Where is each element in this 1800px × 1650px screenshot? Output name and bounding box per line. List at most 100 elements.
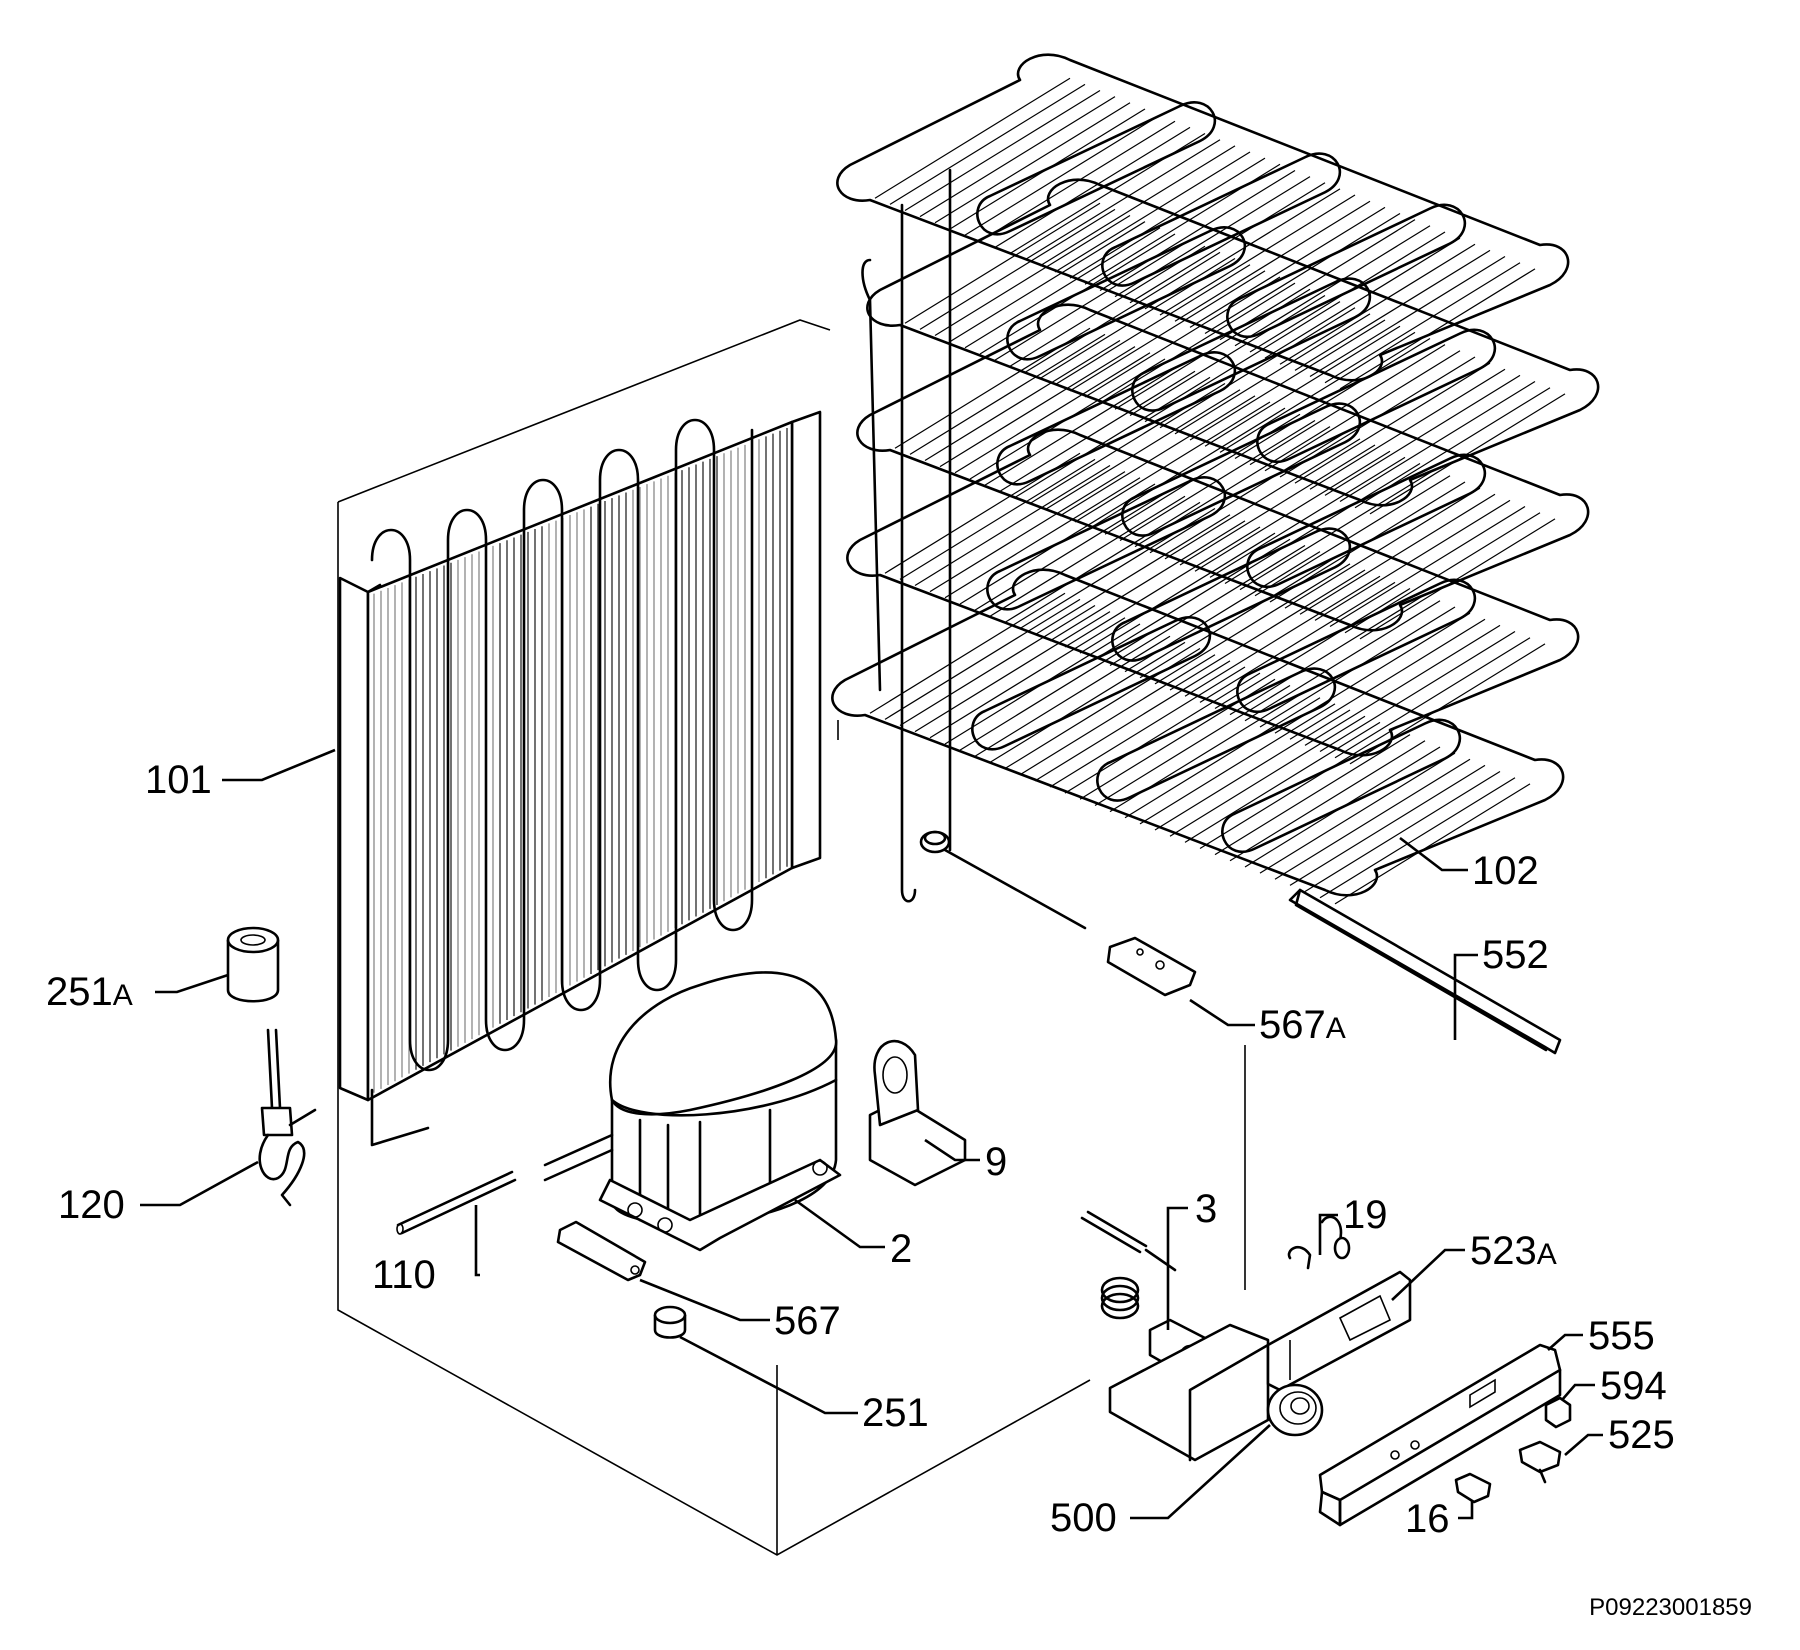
leader-lines [140,748,1603,1520]
evap-wire [989,641,1186,763]
evap-wire [1034,660,1231,782]
evap-wire [1124,697,1321,819]
part-523A-control-housing[interactable] [1108,1270,1412,1462]
evap-serpentine [1256,328,1497,464]
evap-wire [1149,432,1346,554]
evap-wire [1024,251,1221,373]
evaporator-shelves [831,53,1600,905]
evap-wire [914,611,1111,733]
evap-wire [1289,618,1486,740]
evap-serpentine [1221,718,1462,854]
evap-shelf-outline [846,428,1580,757]
evap-wire [949,221,1146,343]
part-567A-sensor[interactable] [1106,936,1197,997]
evap-wire [1219,219,1416,341]
part-567-plate[interactable] [556,1220,647,1282]
part-16-connector[interactable] [1454,1472,1492,1504]
evap-wire [1074,401,1271,523]
evap-serpentine [976,101,1217,236]
part-19-lamp[interactable] [1287,1215,1351,1270]
part-500-knob[interactable] [1266,1383,1324,1437]
label-500: 500 [1050,1496,1117,1540]
evap-wire [1284,487,1481,609]
evap-wire [1209,456,1406,578]
evap-wire [1159,307,1356,429]
evap-serpentine [986,476,1227,611]
evap-wire [914,464,1111,587]
evap-wire [884,452,1081,574]
label-594: 594 [1600,1364,1667,1408]
evap-wire [1329,506,1526,628]
part-251A-grommet[interactable] [226,926,280,1003]
label-2: 2 [890,1227,912,1271]
label-251A: 251A [46,970,133,1014]
evap-serpentine [1111,527,1352,662]
part-594-cap[interactable] [1544,1396,1572,1429]
evap-wire [1159,194,1356,316]
evap-wire [1049,520,1246,642]
evap-wire [919,208,1116,330]
evap-wire [979,120,1176,242]
evap-wire [1244,600,1441,722]
evap-wire [1229,594,1426,716]
part-552-strip[interactable] [1288,888,1562,1055]
evap-wire [974,635,1171,757]
evap-wire [1304,771,1501,893]
evap-wire [1139,557,1336,679]
evap-wire [994,126,1191,248]
drawing-code: P09223001859 [1589,1594,1752,1621]
label-120: 120 [58,1183,125,1227]
evap-wire [1294,362,1491,484]
label-567A: 567A [1259,1003,1346,1047]
part-555-control-panel[interactable] [1318,1343,1562,1527]
part-9-relay[interactable] [868,1039,967,1187]
evap-wire [1314,499,1511,621]
part-120-drier[interactable] [258,1028,317,1207]
evap-wire [899,604,1096,727]
label-110: 110 [372,1253,436,1297]
part-2-compressor[interactable] [543,971,842,1252]
evap-shelf-outline [856,303,1590,632]
evap-wire [874,77,1071,199]
evap-wire [1014,376,1211,498]
evap-wire [1169,715,1366,837]
evap-wire [1254,475,1451,597]
evap-wire [1234,225,1431,347]
evap-shelf-outline [831,568,1565,897]
evap-wire [1184,575,1381,697]
evap-wire [869,592,1066,714]
evap-wire [904,202,1101,324]
evap-wire [1154,709,1351,831]
label-102: 102 [1472,849,1539,893]
evap-wire [1334,637,1531,759]
evap-wire [1234,337,1431,460]
evap-wire [1319,777,1516,899]
part-525-switch[interactable] [1518,1440,1562,1484]
evap-wire [1084,276,1281,398]
evap-wire [1199,727,1396,850]
evap-serpentine [1226,203,1467,339]
evap-wire [1064,526,1261,648]
evap-wire [929,471,1126,593]
part-251-grommet[interactable] [653,1305,687,1339]
evap-wire [954,352,1151,474]
evap-wire [959,629,1156,751]
evaporator-102[interactable] [831,53,1600,930]
evap-wire [944,477,1141,599]
evap-wire [1094,684,1291,806]
label-552: 552 [1482,933,1549,977]
evap-wire [1294,249,1491,371]
evap-wire [1339,268,1536,390]
evap-wire [1274,758,1471,880]
evap-wire [1289,764,1486,886]
evap-wire [1044,389,1241,511]
part-110-pipe[interactable] [396,1170,517,1235]
evap-wire [1304,624,1501,746]
condenser-101[interactable] [338,410,822,1147]
evap-wire [1049,666,1246,788]
evap-wire [1264,350,1461,472]
evap-wire [1204,212,1401,335]
evap-wire [1174,200,1371,322]
evap-wire [1199,581,1396,703]
